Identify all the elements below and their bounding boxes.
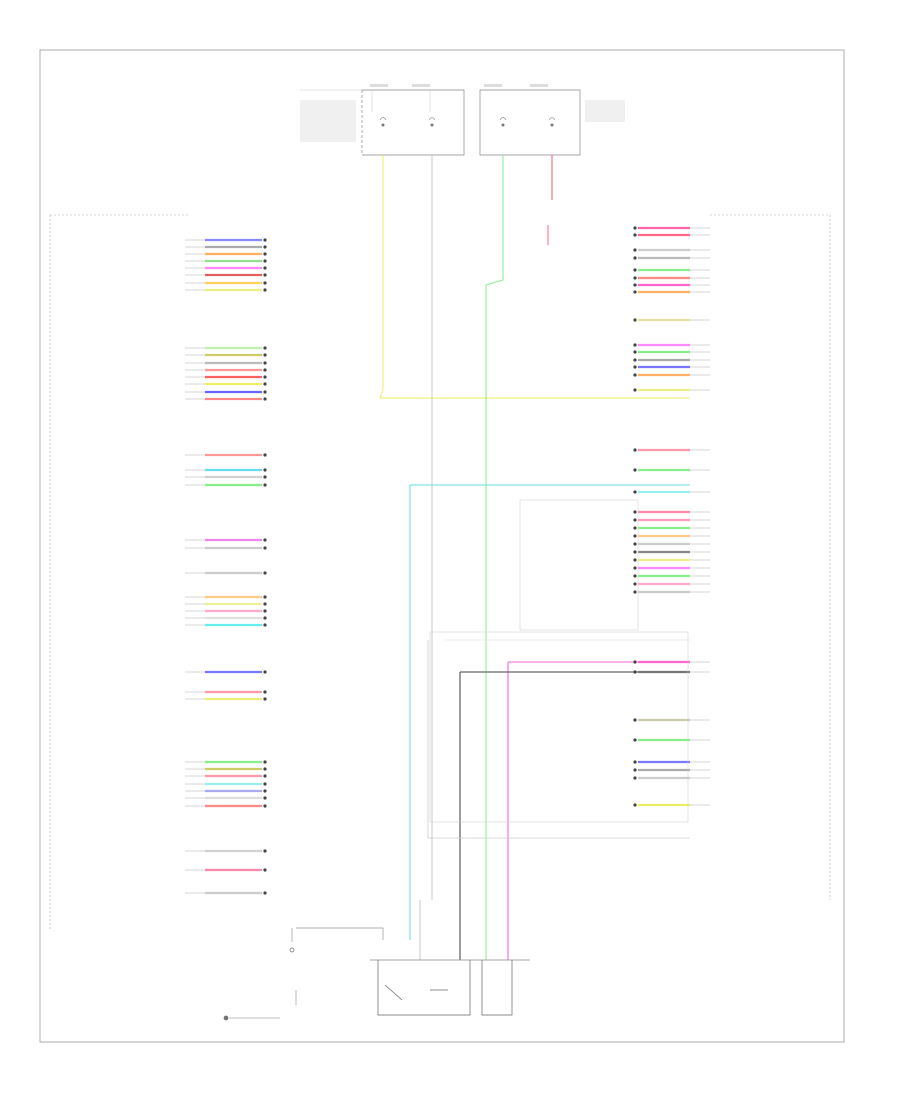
- right-wire: [633, 718, 710, 722]
- right-wire: [633, 526, 710, 530]
- right-wire: [633, 276, 710, 280]
- left-wire: [185, 453, 267, 457]
- right-wire: [633, 233, 710, 237]
- internal-blocks: [429, 499, 689, 823]
- left-wire: [185, 238, 267, 242]
- left-wire: [185, 774, 267, 778]
- left-wire: [185, 546, 267, 550]
- right-wire: [633, 350, 710, 354]
- left-wire: [185, 368, 267, 372]
- right-wire: [633, 566, 710, 570]
- right-wire: [633, 534, 710, 538]
- right-wire: [633, 448, 710, 452]
- right-wire: [633, 388, 710, 392]
- right-wire: [633, 760, 710, 764]
- right-wire: [633, 256, 710, 260]
- right-wire: [633, 283, 710, 287]
- left-wire: [185, 259, 267, 263]
- right-wire: [633, 365, 710, 369]
- left-wire: [185, 245, 267, 249]
- left-wire: [185, 623, 267, 627]
- right-wire: [633, 248, 710, 252]
- left-wire: [185, 390, 267, 394]
- left-wire: [185, 760, 267, 764]
- left-wire: [185, 273, 267, 277]
- left-wire: [185, 690, 267, 694]
- right-module: [633, 214, 831, 900]
- left-wire: [185, 397, 267, 401]
- left-wire: [185, 468, 267, 472]
- left-wire: [185, 616, 267, 620]
- right-wire: [633, 468, 710, 472]
- left-wire: [185, 266, 267, 270]
- left-wire: [185, 767, 267, 771]
- right-wire: [633, 768, 710, 772]
- routed-wires: [379, 155, 690, 960]
- diagram-frame: [39, 49, 845, 1043]
- right-wire: [633, 318, 710, 322]
- right-wire: [633, 268, 710, 272]
- left-wire: [185, 670, 267, 674]
- right-wire: [633, 226, 710, 230]
- left-wire: [185, 789, 267, 793]
- left-wire: [185, 281, 267, 285]
- left-wire: [185, 804, 267, 808]
- fuse-box-left: [300, 84, 465, 156]
- left-wire: [185, 782, 267, 786]
- right-wire: [633, 490, 710, 494]
- right-wire: [633, 582, 710, 586]
- left-module: [49, 214, 267, 930]
- left-wire: [185, 571, 267, 575]
- left-wire: [185, 891, 267, 895]
- right-wire-list: [633, 226, 710, 807]
- right-wire: [633, 542, 710, 546]
- left-wire: [185, 849, 267, 853]
- left-wire: [185, 602, 267, 606]
- right-wire: [633, 776, 710, 780]
- left-wire: [185, 288, 267, 292]
- left-wire-list: [185, 238, 267, 895]
- left-wire: [185, 538, 267, 542]
- left-wire: [185, 375, 267, 379]
- right-wire: [633, 290, 710, 294]
- right-wire: [633, 803, 710, 807]
- right-wire: [633, 558, 710, 562]
- left-wire: [185, 609, 267, 613]
- right-wire: [633, 343, 710, 347]
- left-wire: [185, 868, 267, 872]
- right-wire: [633, 550, 710, 554]
- left-wire: [185, 483, 267, 487]
- left-wire: [185, 382, 267, 386]
- right-wire: [633, 660, 710, 664]
- bottom-switch-assembly: [223, 927, 530, 1021]
- left-wire: [185, 475, 267, 479]
- right-wire: [633, 738, 710, 742]
- right-wire: [633, 574, 710, 578]
- right-wire: [633, 670, 710, 674]
- fuse-box-right: [479, 84, 625, 156]
- right-wire: [633, 373, 710, 377]
- left-wire: [185, 346, 267, 350]
- right-wire: [633, 590, 710, 594]
- right-wire: [633, 510, 710, 514]
- left-wire: [185, 252, 267, 256]
- left-wire: [185, 353, 267, 357]
- left-wire: [185, 796, 267, 800]
- left-wire: [185, 595, 267, 599]
- left-wire: [185, 361, 267, 365]
- left-wire: [185, 697, 267, 701]
- right-wire: [633, 358, 710, 362]
- right-wire: [633, 518, 710, 522]
